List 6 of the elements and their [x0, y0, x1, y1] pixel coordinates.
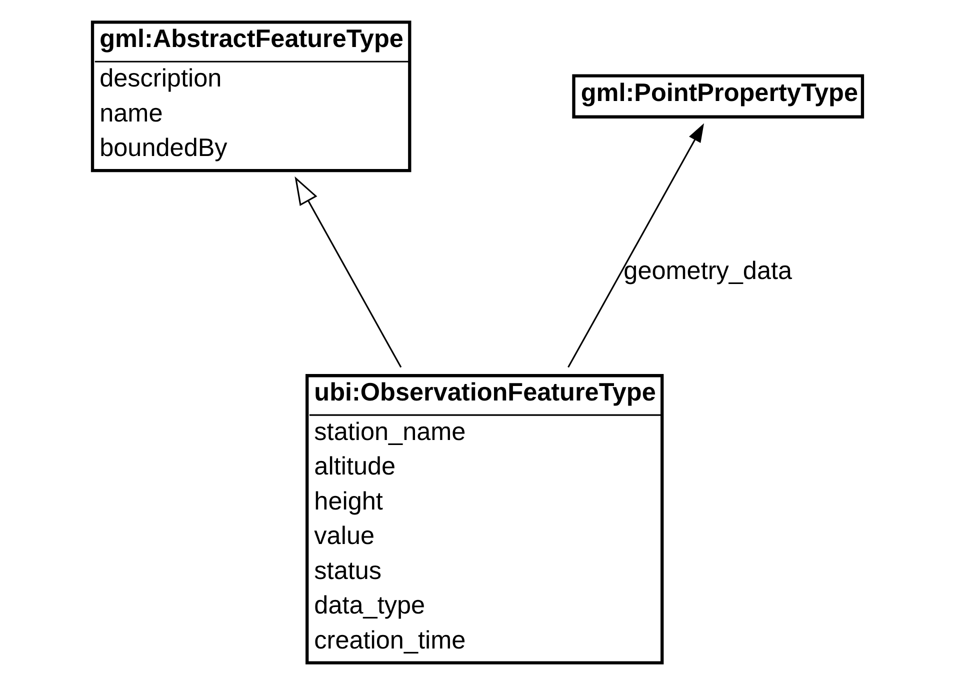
- node-box: gml:PointPropertyType: [572, 74, 864, 118]
- arrow: [294, 176, 402, 368]
- node-box: gml:AbstractFeatureType description name boundedBy: [90, 20, 411, 172]
- edge-label: geometry_data: [623, 257, 792, 286]
- node-box: ubi:ObservationFeatureType station_name altitude height value status data_type creation_time: [305, 374, 664, 664]
- arrow: [567, 123, 704, 368]
